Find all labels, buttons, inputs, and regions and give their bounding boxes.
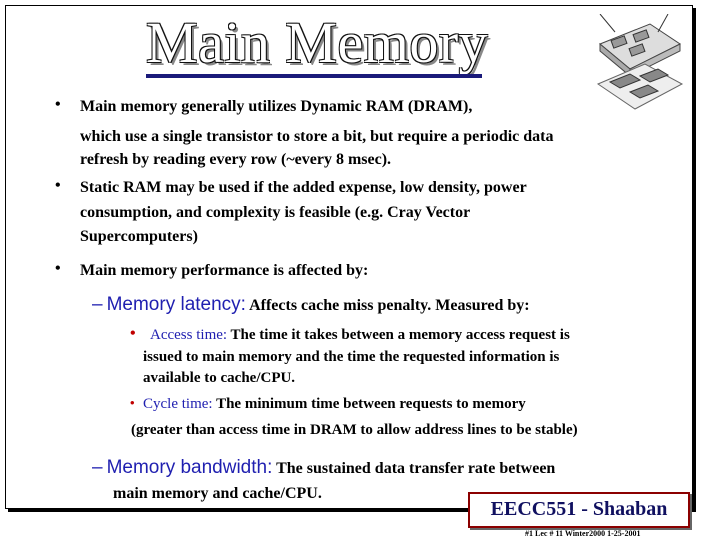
lecture-footnote: #1 Lec # 11 Winter2000 1-25-2001 — [525, 529, 641, 538]
course-label: EECC551 - Shaaban — [490, 498, 668, 520]
bandwidth-dash: – — [92, 457, 103, 478]
bandwidth-term: Memory bandwidth: — [106, 457, 273, 478]
bandwidth-heading: – Memory bandwidth: The sustained data t… — [92, 456, 555, 480]
latency-term: Memory latency: — [106, 294, 246, 315]
slide-title: Main Memory — [146, 10, 489, 75]
bullet-3-line-1: Main memory performance is affected by: — [80, 262, 369, 279]
access-text-1: The time it takes between a memory acces… — [230, 327, 570, 343]
cycle-text-1: The minimum time between requests to mem… — [216, 396, 526, 412]
course-badge: EECC551 - Shaaban — [468, 492, 690, 528]
bullet-1-line-3: refresh by reading every row (~every 8 m… — [80, 151, 392, 168]
bullet-2-line-2: consumption, and complexity is feasible … — [80, 204, 471, 221]
bullet-marker: • — [55, 177, 61, 194]
bullet-2-line-1: Static RAM may be used if the added expe… — [80, 179, 527, 196]
bullet-1-line-2: which use a single transistor to store a… — [80, 128, 554, 145]
access-line-2: issued to main memory and the time the r… — [143, 349, 560, 365]
access-marker: • — [130, 325, 136, 342]
latency-description: Affects cache miss penalty. Measured by: — [249, 297, 530, 314]
cycle-marker: • — [130, 395, 135, 410]
slide-frame — [5, 5, 693, 509]
bullet-2-line-3: Supercomputers) — [80, 228, 198, 245]
bandwidth-description: The sustained data transfer rate between — [276, 460, 556, 477]
bullet-marker: • — [55, 260, 61, 277]
latency-dash: – — [92, 294, 103, 315]
cycle-term: Cycle time: — [143, 396, 213, 412]
memory-chips-icon — [596, 14, 684, 110]
bullet-1-line-1: Main memory generally utilizes Dynamic R… — [80, 98, 473, 115]
cycle-line-2: (greater than access time in DRAM to all… — [131, 422, 578, 438]
access-line-1: Access time: The time it takes between a… — [150, 325, 570, 346]
access-line-3: available to cache/CPU. — [143, 370, 296, 386]
cycle-line-1: Cycle time: The minimum time between req… — [143, 394, 526, 415]
access-term: Access time: — [150, 327, 228, 343]
latency-heading: – Memory latency: Affects cache miss pen… — [92, 293, 530, 317]
title-underline — [146, 74, 482, 78]
bullet-marker: • — [55, 96, 61, 113]
bandwidth-line-2: main memory and cache/CPU. — [113, 485, 322, 502]
